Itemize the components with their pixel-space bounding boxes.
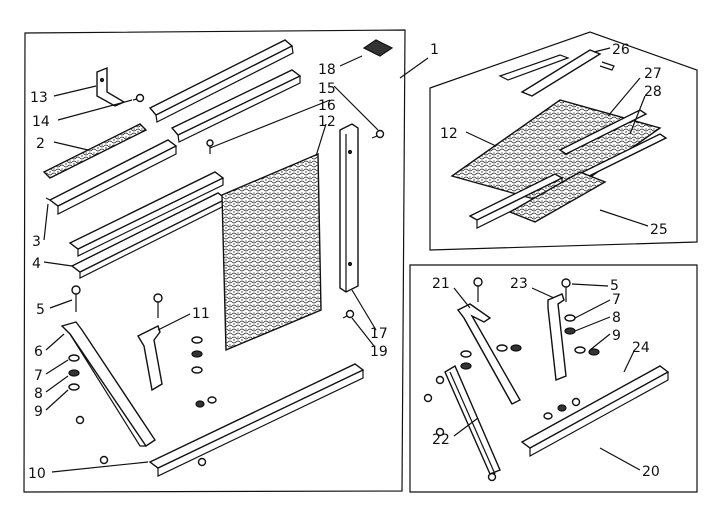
main-kit-panel bbox=[23, 29, 406, 493]
label-27: 27 bbox=[644, 66, 662, 82]
part-27-rail bbox=[558, 109, 648, 155]
part-26-gasket bbox=[498, 49, 615, 97]
label-14: 14 bbox=[32, 114, 50, 130]
label-10: 10 bbox=[28, 466, 46, 482]
label-12-right: 12 bbox=[440, 126, 458, 142]
part-18-block bbox=[362, 39, 394, 57]
part-5-screw-center bbox=[153, 293, 163, 318]
panel-25-lower-foam bbox=[508, 171, 607, 223]
label-18: 18 bbox=[318, 62, 336, 78]
leader-lines bbox=[43, 47, 649, 473]
label-11: 11 bbox=[192, 306, 210, 322]
label-21: 21 bbox=[432, 276, 450, 292]
label-1: 1 bbox=[430, 42, 439, 58]
part-2-strip bbox=[42, 123, 148, 179]
part-5-screw-right-a bbox=[473, 277, 483, 302]
part-labels: 1 13 14 2 3 4 5 6 7 8 9 10 11 18 15 16 1… bbox=[28, 42, 668, 482]
label-23: 23 bbox=[510, 276, 528, 292]
hardware-stack-center bbox=[99, 336, 217, 467]
part-21-support-arm bbox=[456, 303, 521, 405]
part-19-screw bbox=[342, 309, 355, 319]
label-8-left: 8 bbox=[34, 386, 43, 402]
label-5-right: 5 bbox=[610, 278, 619, 294]
part-5-screw-left bbox=[71, 285, 81, 312]
panel-25-kit bbox=[429, 31, 698, 251]
hardware-stack-left bbox=[68, 354, 85, 425]
label-2: 2 bbox=[36, 136, 45, 152]
label-16: 16 bbox=[318, 98, 336, 114]
label-8-right: 8 bbox=[612, 310, 621, 326]
label-25: 25 bbox=[650, 222, 668, 238]
label-13: 13 bbox=[30, 90, 48, 106]
label-26: 26 bbox=[612, 42, 630, 58]
part-11-bracket bbox=[137, 325, 163, 392]
label-15: 15 bbox=[318, 81, 336, 97]
part-12-screw bbox=[206, 139, 214, 154]
label-9-left: 9 bbox=[34, 404, 43, 420]
part-24-rail bbox=[520, 365, 670, 458]
part-13-bracket bbox=[96, 66, 126, 107]
label-24: 24 bbox=[632, 340, 650, 356]
label-12-left: 12 bbox=[318, 114, 336, 130]
label-9-right: 9 bbox=[612, 328, 621, 344]
top-rail-upper bbox=[148, 39, 294, 123]
part-12-panel bbox=[221, 152, 322, 352]
part-15-screw bbox=[371, 129, 385, 139]
label-5-left: 5 bbox=[36, 302, 45, 318]
label-28: 28 bbox=[644, 84, 662, 100]
label-19: 19 bbox=[370, 344, 388, 360]
part-3-channel bbox=[45, 139, 178, 215]
label-20: 20 bbox=[642, 464, 660, 480]
label-7-left: 7 bbox=[34, 368, 43, 384]
label-22: 22 bbox=[432, 432, 450, 448]
label-7-right: 7 bbox=[612, 292, 621, 308]
part-16-rail bbox=[68, 171, 225, 257]
panel-20-kit bbox=[409, 264, 698, 493]
label-6: 6 bbox=[34, 344, 43, 360]
part-23-bracket bbox=[547, 293, 567, 381]
part-14-screw bbox=[132, 93, 145, 103]
part-5-screw-right-b bbox=[561, 278, 571, 302]
part-10-bottom-rail bbox=[148, 363, 365, 477]
label-17: 17 bbox=[370, 326, 388, 342]
part-22-support-arm bbox=[444, 364, 501, 475]
top-rail-lower bbox=[170, 69, 302, 143]
part-6-support-arm bbox=[60, 321, 156, 447]
part-17-side-post bbox=[339, 123, 359, 293]
label-3: 3 bbox=[32, 234, 41, 250]
label-4: 4 bbox=[32, 256, 41, 272]
